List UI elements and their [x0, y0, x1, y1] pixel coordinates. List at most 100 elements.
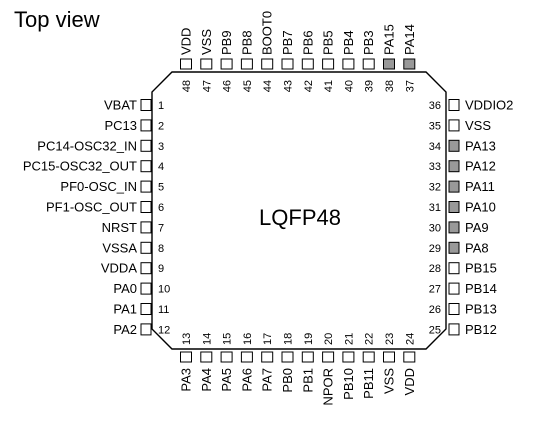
pin-5-label: PF0-OSC_IN [60, 179, 137, 194]
pin-45-pad [240, 58, 253, 70]
pin-7-number: 7 [158, 222, 164, 234]
pin-47-pad [200, 58, 213, 70]
pin-12-pad [140, 323, 152, 336]
pin-36-label: VDDIO2 [465, 98, 513, 113]
pin-6-label: PF1-OSC_OUT [46, 200, 137, 215]
pin-24-label: VDD [402, 368, 417, 395]
pin-27-label: PB14 [465, 281, 497, 296]
pin-1-pad [140, 99, 152, 111]
pin-22-pad [362, 351, 375, 363]
pin-33-pad [448, 160, 460, 173]
pin-8-label: VSSA [102, 240, 137, 255]
pin-5-number: 5 [158, 182, 164, 194]
pin-42-number: 42 [303, 80, 315, 92]
pin-26-number: 26 [429, 304, 441, 316]
pin-3-pad [140, 139, 152, 152]
pin-10-number: 10 [158, 284, 170, 296]
pin-15-pad [220, 351, 233, 363]
pin-35-label: VSS [465, 118, 491, 133]
pin-23-label: VSS [382, 368, 397, 394]
pin-23-pad [383, 351, 395, 363]
pin-2-number: 2 [158, 120, 164, 132]
pin-11-pad [140, 303, 152, 315]
pin-38-pad [383, 58, 395, 70]
pin-4-label: PC15-OSC32_OUT [23, 159, 137, 174]
pin-32-number: 32 [429, 182, 441, 194]
pin-3-label: PC14-OSC32_IN [37, 138, 137, 153]
pin-32-label: PA11 [465, 179, 495, 194]
chip-body [151, 71, 447, 350]
pin-34-pad [448, 139, 460, 152]
pin-14-pad [200, 351, 213, 363]
pin-15-number: 15 [222, 333, 234, 345]
pin-40-pad [342, 58, 355, 70]
pin-6-pad [140, 201, 152, 213]
pin-16-number: 16 [242, 333, 254, 345]
pin-43-label: PB7 [280, 30, 295, 55]
pin-17-label: PA7 [260, 368, 275, 392]
pin-1-label: VBAT [104, 98, 137, 113]
pin-39-label: PB3 [361, 30, 376, 55]
pin-29-label: PA8 [465, 240, 489, 255]
pin-41-number: 41 [323, 80, 335, 92]
pin-19-label: PB1 [300, 368, 315, 393]
pin-20-pad [322, 351, 335, 363]
pin-7-label: NRST [102, 220, 137, 235]
pin-37-number: 37 [404, 80, 416, 92]
pin-30-pad [448, 221, 460, 234]
pin-29-pad [448, 241, 460, 254]
pin-46-number: 46 [222, 80, 234, 92]
pin-2-label: PC13 [104, 118, 137, 133]
pin-44-label: BOOT0 [260, 11, 275, 55]
pin-21-pad [342, 351, 355, 363]
pin-40-label: PB4 [341, 30, 356, 55]
pin-31-label: PA10 [465, 200, 496, 215]
pin-18-pad [281, 351, 294, 363]
pin-30-number: 30 [429, 222, 441, 234]
pin-19-pad [301, 351, 314, 363]
pin-43-pad [281, 58, 294, 70]
pin-13-number: 13 [181, 333, 193, 345]
pin-34-label: PA13 [465, 138, 496, 153]
pin-48-number: 48 [181, 80, 193, 92]
pin-46-label: PB9 [219, 30, 234, 55]
pin-42-pad [301, 58, 314, 70]
pin-45-number: 45 [242, 80, 254, 92]
pin-21-number: 21 [343, 333, 355, 345]
pin-31-number: 31 [429, 202, 441, 214]
pin-41-pad [322, 58, 335, 70]
pin-16-pad [240, 351, 253, 363]
pin-48-pad [180, 58, 192, 70]
pin-33-number: 33 [429, 161, 441, 173]
pin-12-number: 12 [158, 324, 170, 336]
pin-46-pad [220, 58, 233, 70]
pin-28-pad [448, 262, 460, 275]
pin-17-number: 17 [262, 333, 274, 345]
pin-35-number: 35 [429, 120, 441, 132]
pin-10-pad [140, 282, 152, 295]
pin-32-pad [448, 180, 460, 193]
pin-20-number: 20 [323, 333, 335, 345]
pin-13-pad [180, 351, 192, 363]
pin-20-label: NPOR [321, 368, 336, 406]
pin-22-number: 22 [364, 333, 376, 345]
pin-18-label: PB0 [280, 368, 295, 393]
pin-25-number: 25 [429, 324, 441, 336]
pin-8-pad [140, 241, 152, 254]
pin-37-label: PA14 [402, 24, 417, 55]
pin-7-pad [140, 221, 152, 234]
pin-40-number: 40 [343, 80, 355, 92]
pin-26-pad [448, 303, 460, 315]
pin-5-pad [140, 180, 152, 193]
pin-36-number: 36 [429, 100, 441, 112]
pin-2-pad [140, 119, 152, 132]
pin-28-label: PB15 [465, 261, 497, 276]
pin-39-number: 39 [364, 80, 376, 92]
pin-28-number: 28 [429, 263, 441, 275]
pin-38-number: 38 [384, 80, 396, 92]
pin-29-number: 29 [429, 243, 441, 255]
pin-10-label: PA0 [113, 281, 137, 296]
diagram-title: Top view [14, 7, 100, 32]
pin-44-number: 44 [262, 80, 274, 92]
